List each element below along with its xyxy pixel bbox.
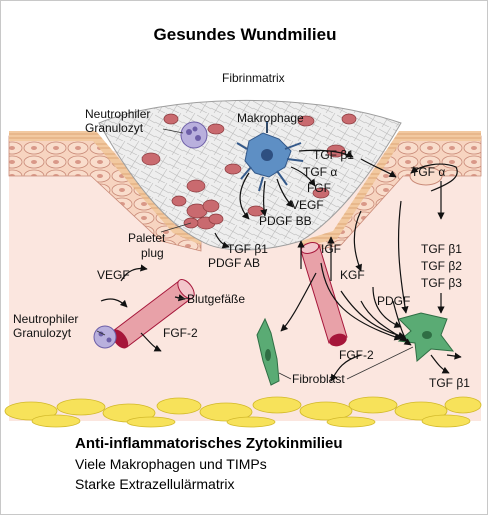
label-fibroblast: Fibroblast <box>292 372 345 386</box>
label-vegf-macro: VEGF <box>291 198 324 212</box>
blood-vessel-right <box>300 242 348 347</box>
fibroblast-left <box>256 317 280 386</box>
label-tgf-beta1-platelet: TGF β1 <box>227 242 268 256</box>
label-fgf2-right: FGF-2 <box>339 348 374 362</box>
neutrophil-left <box>93 325 117 349</box>
fat-layer <box>4 396 482 428</box>
signal-arrows <box>100 149 462 382</box>
label-neutrophil-top-1: Neutrophiler <box>85 107 150 121</box>
caption-block: Anti-inflammatorisches Zytokinmilieu Vie… <box>75 434 343 494</box>
label-blutgefaesse: Blutgefäße <box>187 292 245 306</box>
label-pdgf-bb: PDGF BB <box>259 214 312 228</box>
macrophage-cell <box>236 121 304 192</box>
label-fgf2-left: FGF-2 <box>163 326 198 340</box>
label-igf: IGF <box>321 242 341 256</box>
label-tgf-beta1-macro: TGF β1 <box>313 148 354 162</box>
caption-heading: Anti-inflammatorisches Zytokinmilieu <box>75 435 343 452</box>
diagram-title: Gesundes Wundmilieu <box>153 25 337 44</box>
label-fgf-macro: FGF <box>307 181 331 195</box>
caption-line-1: Viele Makrophagen und TIMPs <box>75 456 267 472</box>
label-neutrophil-top-2: Granulozyt <box>85 121 144 135</box>
label-tgf-alpha-right: TGF α <box>411 165 445 179</box>
label-tgf-beta1-right: TGF β1 <box>421 242 462 256</box>
label-vegf-left: VEGF <box>97 268 130 282</box>
label-pdgf: PDGF <box>377 294 410 308</box>
label-neutrophil-left-2: Granulozyt <box>13 326 72 340</box>
label-paletet-1: Paletet <box>128 231 166 245</box>
platelet-plug <box>183 199 224 230</box>
label-tgf-beta1-bottom: TGF β1 <box>429 376 470 390</box>
label-makrophage: Makrophage <box>237 111 304 125</box>
label-tgf-beta3-right: TGF β3 <box>421 276 462 290</box>
label-kgf: KGF <box>340 268 365 282</box>
label-fibrinmatrix: Fibrinmatrix <box>222 71 285 85</box>
label-paletet-2: plug <box>141 246 164 260</box>
neutrophil-clot <box>180 121 208 149</box>
skin-surface-right <box>301 131 481 247</box>
fibrin-matrix <box>98 99 402 251</box>
label-tgf-beta2-right: TGF β2 <box>421 259 462 273</box>
label-tgf-alpha-macro: TGF α <box>303 165 337 179</box>
label-pointers <box>96 123 414 380</box>
label-neutrophil-left-1: Neutrophiler <box>13 312 78 326</box>
skin-surface-left <box>9 131 201 245</box>
caption-line-2: Starke Extrazellulärmatrix <box>75 476 235 492</box>
label-pdgf-ab: PDGF AB <box>208 256 260 270</box>
